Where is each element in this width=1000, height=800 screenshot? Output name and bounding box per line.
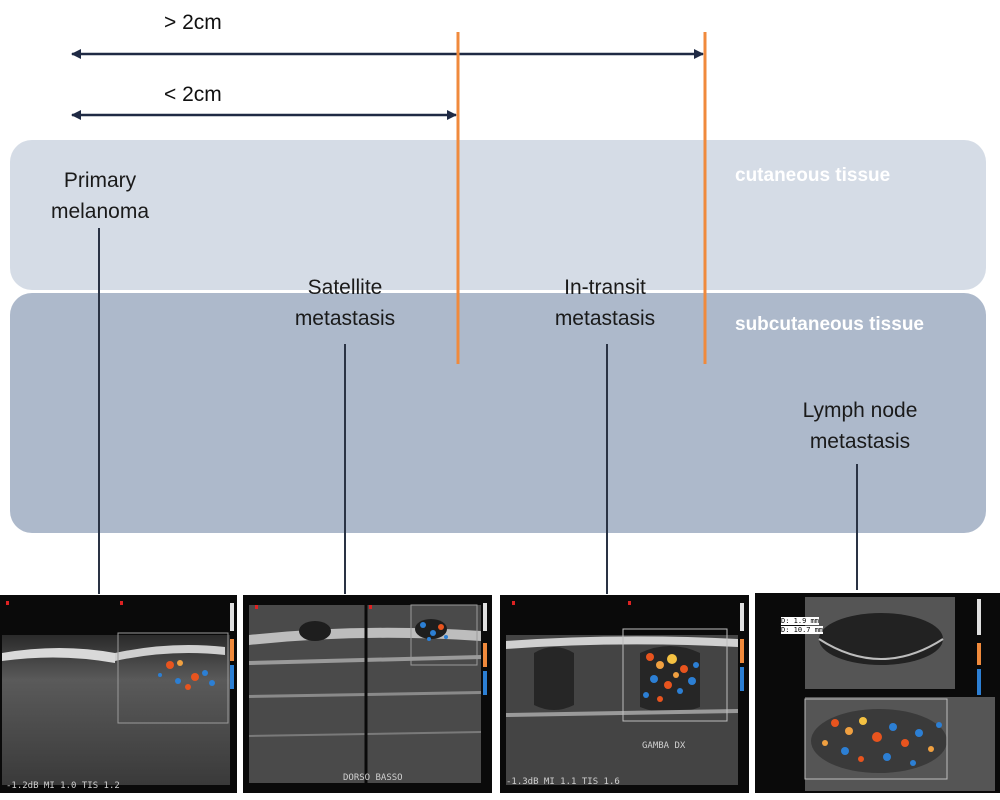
- distance-less-label: < 2cm: [164, 83, 222, 106]
- lymph-node-metastasis-ultrasound: D: 1.9 mm D: 10.7 mm: [755, 593, 1000, 793]
- subcutaneous-tissue-band: subcutaneous tissue: [10, 293, 986, 533]
- primary-melanoma-label: Primary melanoma: [50, 169, 150, 223]
- cutaneous-tissue-band: cutaneous tissue: [10, 140, 986, 290]
- satellite-metastasis-label: Satellite metastasis: [294, 276, 396, 330]
- primary-melanoma-ultrasound: -1.2dB MI 1.0 TIS 1.2: [0, 595, 237, 793]
- in-transit-metastasis-ultrasound: GAMBA DX -1.3dB MI 1.1 TIS 1.6: [500, 595, 749, 793]
- distance-greater-label: > 2cm: [164, 11, 222, 34]
- panel3-footer-text: -1.3dB MI 1.1 TIS 1.6: [506, 777, 620, 787]
- panel4-measure-2: D: 10.7 mm: [781, 626, 824, 634]
- panel3-caption-text: GAMBA DX: [642, 741, 686, 751]
- panel4-measure-1: D: 1.9 mm: [781, 617, 819, 625]
- lymph-node-metastasis-label: Lymph node metastasis: [802, 399, 918, 453]
- panel1-footer-text: -1.2dB MI 1.0 TIS 1.2: [6, 781, 120, 791]
- panel2-footer-text: DORSO BASSO: [343, 773, 403, 783]
- satellite-metastasis-ultrasound: DORSO BASSO: [243, 595, 492, 793]
- cutaneous-tissue-label: cutaneous tissue: [735, 165, 891, 186]
- in-transit-metastasis-label: In-transit metastasis: [554, 276, 656, 330]
- subcutaneous-tissue-label: subcutaneous tissue: [735, 314, 924, 335]
